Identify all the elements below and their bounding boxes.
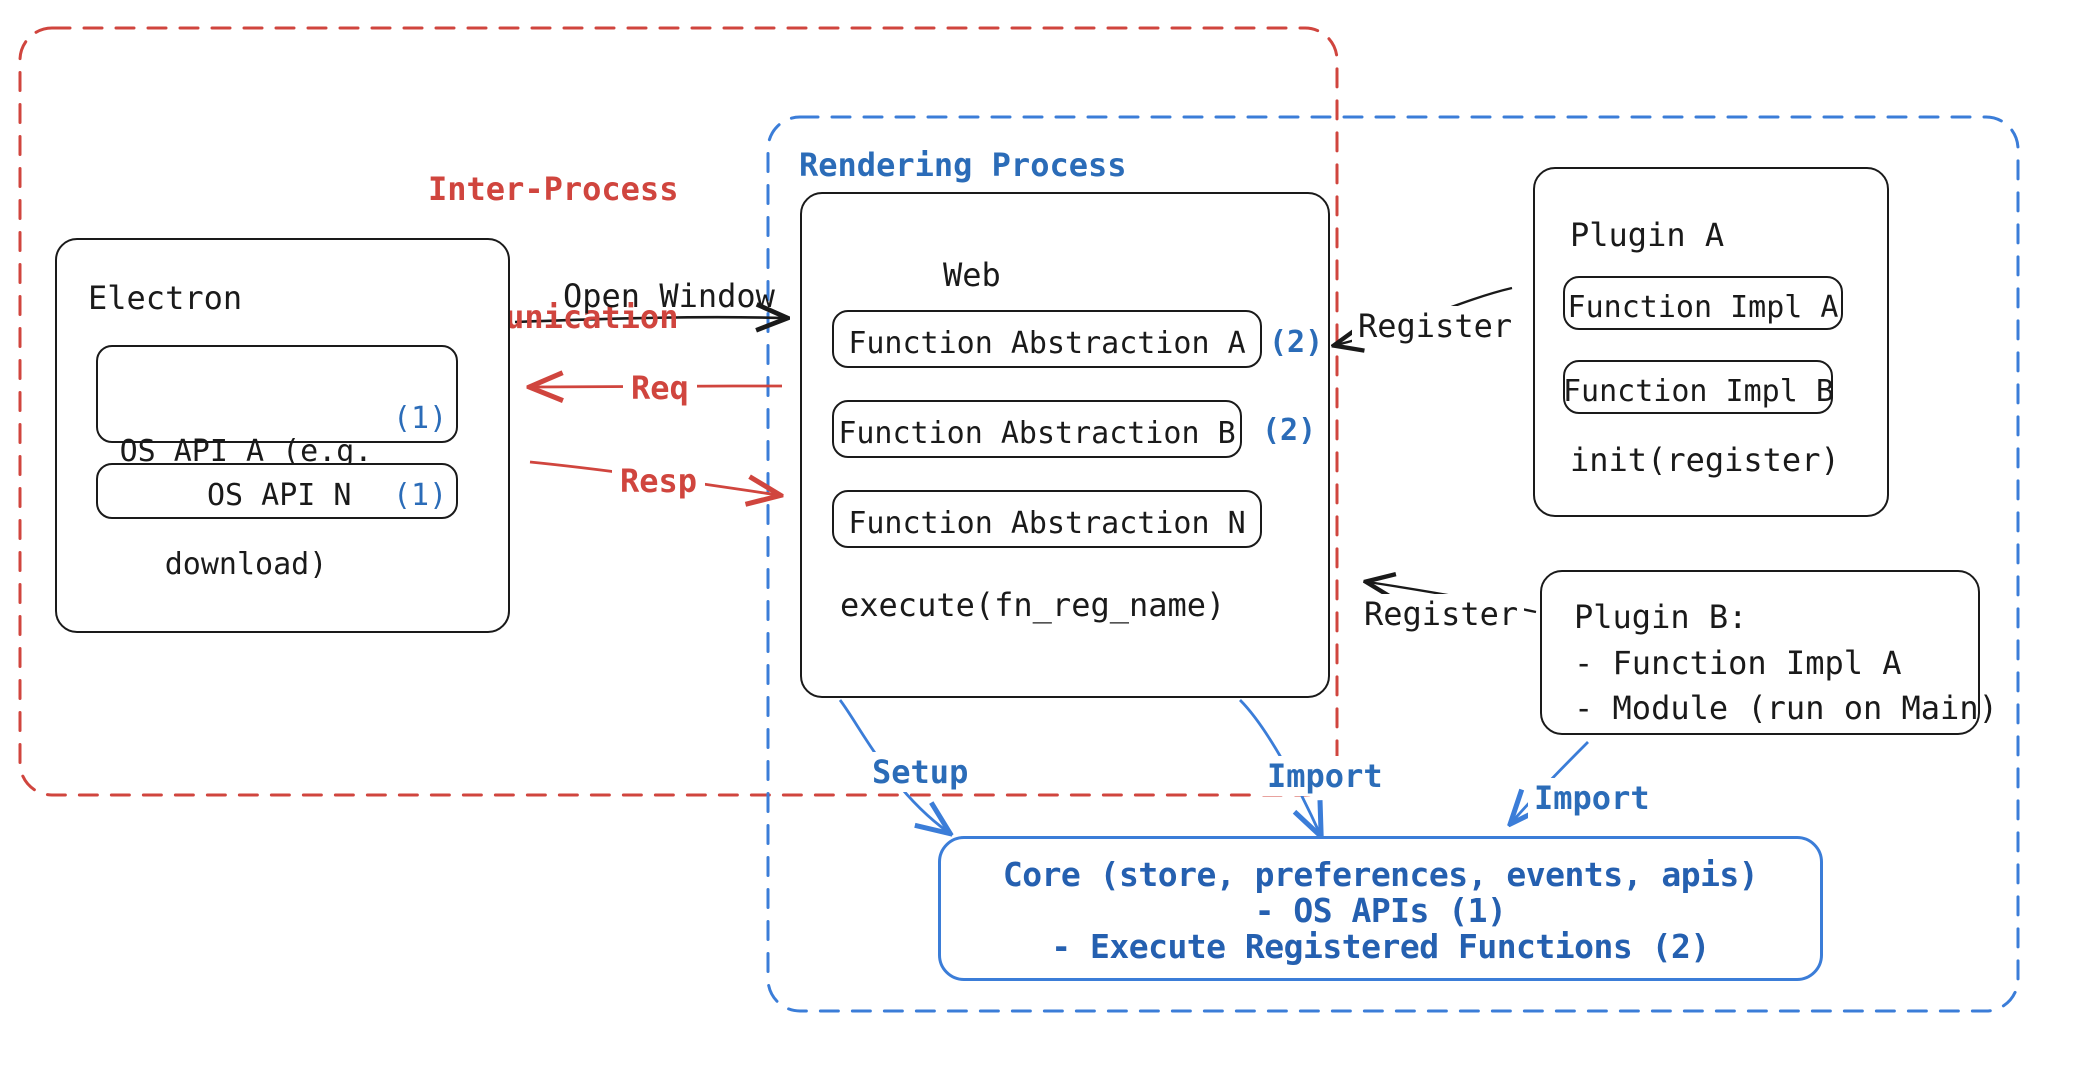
core-line3: - Execute Registered Functions (2) <box>1051 927 1710 966</box>
core-box[interactable] <box>938 836 1823 981</box>
core-line2: - OS APIs (1) <box>1254 891 1507 930</box>
rendering-process-region-label: Rendering Process <box>799 146 1127 184</box>
arrow-label-setup: Setup <box>866 752 975 792</box>
arrow-label-register-plugin-b: Register <box>1358 594 1525 634</box>
plugin-b-title: Plugin B: <box>1574 598 1748 636</box>
plugin-b-box[interactable] <box>1540 570 1980 735</box>
function-abstraction-n-label: Function Abstraction N <box>848 506 1246 541</box>
os-api-n-marker: (1) <box>393 478 448 513</box>
arrow-label-register-plugin-a: Register <box>1352 306 1519 346</box>
plugin-a-function-impl-b-label: Function Impl B <box>1563 374 1834 409</box>
arrow-label-req: Req <box>623 368 697 408</box>
os-api-a-label-line2: download) <box>164 546 328 582</box>
web-title: Web <box>943 256 1001 294</box>
os-api-a-box[interactable] <box>96 345 458 443</box>
function-abstraction-b-box[interactable] <box>832 400 1242 458</box>
arrow-label-import-web: Import <box>1261 756 1389 796</box>
plugin-a-function-impl-a-label: Function Impl A <box>1567 290 1839 325</box>
os-api-n-box[interactable] <box>96 463 458 519</box>
core-line1: Core (store, preferences, events, apis) <box>1002 855 1759 894</box>
os-api-a-marker: (1) <box>393 401 448 436</box>
plugin-b-item-1: - Module (run on Main) <box>1574 689 1998 727</box>
function-abstraction-b-marker: (2) <box>1262 413 1317 448</box>
electron-title: Electron <box>88 279 243 317</box>
plugin-b-item-0: - Function Impl A <box>1574 644 1902 682</box>
function-abstraction-n-box[interactable] <box>832 490 1262 548</box>
os-api-n-label: OS API N <box>207 478 352 513</box>
arrow-label-import-plugin-b: Import <box>1528 778 1656 818</box>
plugin-a-title: Plugin A <box>1570 216 1725 254</box>
function-abstraction-a-label: Function Abstraction A <box>848 326 1246 361</box>
arrow-label-open-window: Open Window <box>563 277 775 315</box>
plugin-a-function-impl-a-box[interactable] <box>1563 276 1843 330</box>
ipc-region-label-line1: Inter-Process <box>428 169 679 208</box>
plugin-a-function-impl-b-box[interactable] <box>1563 360 1833 414</box>
arrow-label-resp: Resp <box>612 461 706 501</box>
web-footer: execute(fn_reg_name) <box>840 586 1226 624</box>
plugin-a-box[interactable] <box>1533 167 1889 517</box>
function-abstraction-b-label: Function Abstraction B <box>838 416 1236 451</box>
function-abstraction-a-box[interactable] <box>832 310 1262 368</box>
function-abstraction-a-marker: (2) <box>1269 325 1324 360</box>
plugin-a-footer: init(register) <box>1570 441 1840 479</box>
